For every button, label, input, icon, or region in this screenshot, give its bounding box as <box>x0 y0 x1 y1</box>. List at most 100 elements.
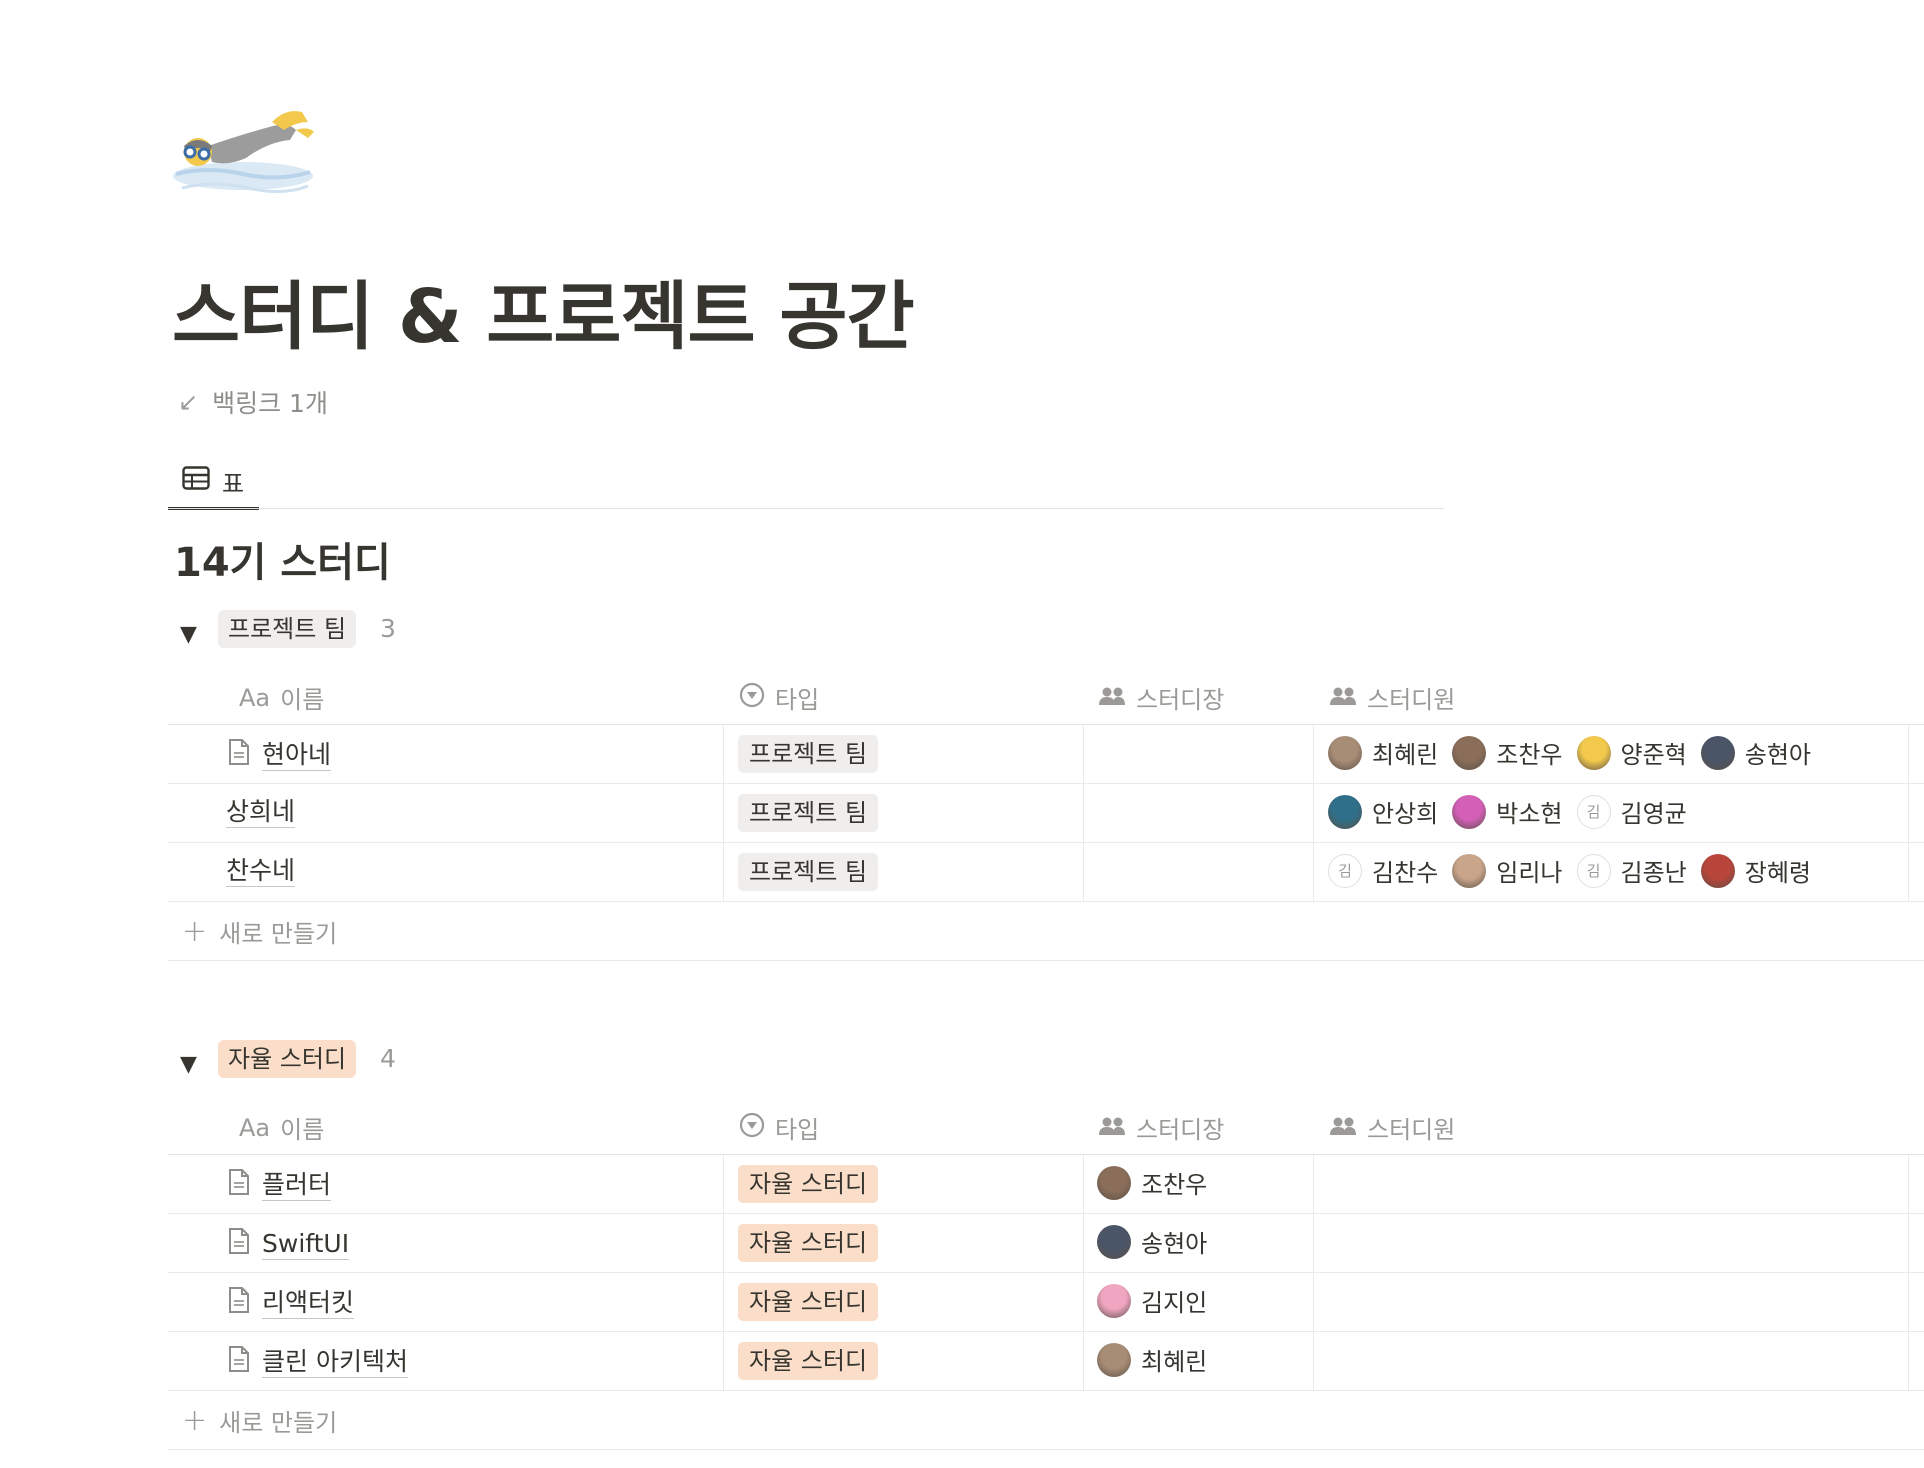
person-name: 송현아 <box>1744 741 1811 769</box>
row-name[interactable]: 찬수네 <box>226 856 296 887</box>
person: 최혜린 <box>1097 1342 1207 1377</box>
row-name[interactable]: 상희네 <box>226 797 296 828</box>
row-name[interactable]: 현아네 <box>228 738 332 772</box>
table-row[interactable]: 리액터킷 자율 스터디 김지인 <box>168 1273 1924 1332</box>
avatar <box>1452 735 1487 770</box>
column-members[interactable]: 스터디원 <box>1329 1110 1455 1145</box>
cell-divider <box>1313 1332 1314 1390</box>
column-name[interactable]: Aa 이름 <box>239 1110 324 1145</box>
leader-cell[interactable]: 조찬우 <box>1097 1165 1221 1200</box>
type-tag[interactable]: 자율 스터디 <box>738 1224 879 1262</box>
toggle-triangle-icon[interactable]: ▼ <box>180 622 197 647</box>
plus-icon: + <box>182 913 208 949</box>
new-row-button[interactable]: +새로 만들기 <box>168 902 1924 961</box>
column-type[interactable]: 타입 <box>739 1110 819 1145</box>
person-name: 장혜령 <box>1744 859 1811 887</box>
leader-cell[interactable]: 송현아 <box>1097 1224 1221 1259</box>
row-name[interactable]: 플러터 <box>228 1168 332 1202</box>
column-label: 스터디원 <box>1367 686 1456 714</box>
person: 장혜령 <box>1700 853 1811 888</box>
people-icon <box>1098 684 1126 712</box>
new-row-button[interactable]: + 새로 만들기 <box>168 1391 1924 1450</box>
type-tag[interactable]: 자율 스터디 <box>738 1342 879 1380</box>
row-title: 리액터킷 <box>262 1287 355 1319</box>
column-label: 타입 <box>775 686 820 714</box>
swimmer-icon[interactable] <box>168 96 318 206</box>
leader-cell[interactable]: 김지인 <box>1097 1283 1221 1318</box>
new-row-label: 새로 만들기 <box>219 1409 338 1437</box>
column-label: 스터디장 <box>1136 1116 1225 1144</box>
person: 조찬우 <box>1097 1165 1207 1200</box>
row-name[interactable]: 클린 아키텍처 <box>228 1345 408 1379</box>
page-icon <box>228 1227 250 1261</box>
person: 최혜린 <box>1328 735 1438 770</box>
avatar: 김 <box>1328 853 1362 888</box>
type-tag[interactable]: 프로젝트 팀 <box>738 794 879 832</box>
tab-table-view[interactable]: 표 <box>168 458 259 510</box>
avatar: 김 <box>1576 853 1611 888</box>
cell-divider <box>1313 1155 1314 1213</box>
cell-divider <box>1908 843 1909 901</box>
person-name: 최혜린 <box>1141 1348 1208 1376</box>
table-row[interactable]: 플러터 자율 스터디 조찬우 <box>168 1155 1924 1214</box>
backlink-link[interactable]: ↙ 백링크 1개 <box>178 384 328 420</box>
database-title[interactable]: 14기 스터디 <box>174 540 391 586</box>
cell-divider <box>1908 1332 1909 1390</box>
group-tag: 자율 스터디 <box>218 1040 357 1078</box>
avatar <box>1097 1342 1131 1377</box>
row-title: SwiftUI <box>262 1228 350 1260</box>
tab-label: 표 <box>222 470 245 498</box>
person-name: 김지인 <box>1141 1289 1208 1317</box>
type-tag[interactable]: 프로젝트 팀 <box>738 853 879 891</box>
type-tag[interactable]: 프로젝트 팀 <box>738 735 879 773</box>
row-name[interactable]: SwiftUI <box>228 1227 350 1261</box>
column-type[interactable]: 타입 <box>739 680 819 715</box>
column-label: 스터디장 <box>1136 686 1225 714</box>
page-icon <box>228 1345 250 1379</box>
person-name: 조찬우 <box>1141 1171 1208 1199</box>
people-icon <box>1329 684 1357 712</box>
cell-divider <box>1908 784 1909 842</box>
cell-divider <box>1083 1273 1084 1331</box>
column-leader[interactable]: 스터디장 <box>1098 680 1224 715</box>
person: 송현아 <box>1097 1224 1207 1259</box>
row-name[interactable]: 리액터킷 <box>228 1286 355 1320</box>
avatar <box>1097 1165 1131 1200</box>
cell-divider <box>1908 1273 1909 1331</box>
cell-divider <box>1313 1214 1314 1272</box>
column-leader[interactable]: 스터디장 <box>1098 1110 1224 1145</box>
table-row[interactable]: 클린 아키텍처 자율 스터디 최혜린 <box>168 1332 1924 1391</box>
row-title: 클린 아키텍처 <box>262 1346 408 1378</box>
toggle-triangle-icon[interactable]: ▼ <box>180 1052 197 1077</box>
text-type-icon: Aa <box>239 1113 271 1142</box>
group-count: 4 <box>380 1044 396 1073</box>
people-icon <box>1098 1114 1126 1142</box>
leader-cell[interactable]: 최혜린 <box>1097 1342 1221 1377</box>
table-row[interactable]: SwiftUI 자율 스터디 송현아 <box>168 1214 1924 1273</box>
group-count: 3 <box>380 614 396 643</box>
type-tag[interactable]: 자율 스터디 <box>738 1283 879 1321</box>
group-tag: 프로젝트 팀 <box>218 610 357 648</box>
person: 임리나 <box>1452 853 1563 888</box>
cell-divider <box>1313 1273 1314 1331</box>
type-tag[interactable]: 자율 스터디 <box>738 1165 879 1203</box>
cell-divider <box>1908 1214 1909 1272</box>
cell-divider <box>723 1155 724 1213</box>
column-label: 이름 <box>280 1116 325 1144</box>
person-name: 임리나 <box>1496 859 1563 887</box>
cell-divider <box>723 1332 724 1390</box>
column-members[interactable]: 스터디원 <box>1329 680 1455 715</box>
page-title[interactable]: 스터디 & 프로젝트 공간 <box>172 274 915 360</box>
plus-icon: + <box>182 1402 208 1438</box>
